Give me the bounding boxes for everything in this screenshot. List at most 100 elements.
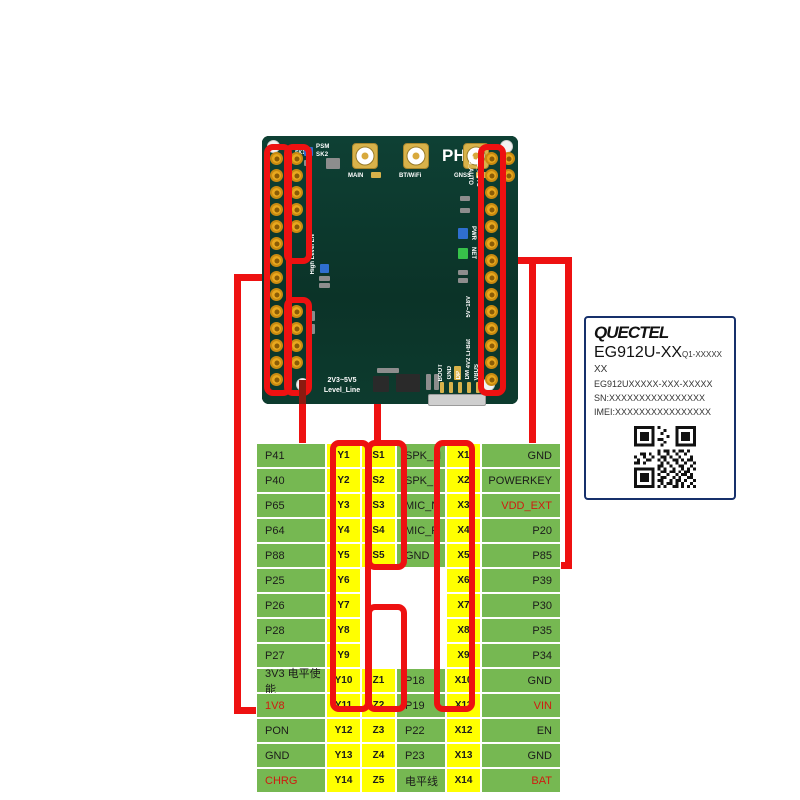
right-silk-bg-auto: BG_AUTO: [475, 158, 481, 188]
pin-label-right[interactable]: VIN: [481, 693, 561, 718]
pin-label-left[interactable]: P40: [256, 468, 326, 493]
pin-label-left[interactable]: GND: [256, 743, 326, 768]
connector-ref-x[interactable]: X10: [446, 668, 481, 693]
connector-ref-x[interactable]: X4: [446, 518, 481, 543]
connector-ref-s[interactable]: S5: [361, 543, 396, 568]
connector-ref-s[interactable]: Z1: [361, 668, 396, 693]
pin-label-right[interactable]: GND: [481, 668, 561, 693]
connector-ref-y[interactable]: Y3: [326, 493, 361, 518]
connector-ref-s[interactable]: Z5: [361, 768, 396, 793]
connector-ref-s[interactable]: S2: [361, 468, 396, 493]
connector-ref-x[interactable]: X1: [446, 443, 481, 468]
connector-ref-y[interactable]: Y4: [326, 518, 361, 543]
connector-ref-x[interactable]: X6: [446, 568, 481, 593]
connector-ref-x[interactable]: X9: [446, 643, 481, 668]
pin-label-middle[interactable]: 电平线: [396, 768, 446, 793]
pin-label-middle[interactable]: P19: [396, 693, 446, 718]
cellular-module-label: QUECTEL EG912U-XX Q1-XXXXX XX EG912UXXXX…: [584, 316, 736, 500]
silk-dots-main: [371, 172, 381, 178]
pin-label-middle[interactable]: MIC_P: [396, 518, 446, 543]
wire-right-top-horizontal: [505, 257, 572, 264]
connector-ref-x[interactable]: X14: [446, 768, 481, 793]
pin-label-left[interactable]: CHRG: [256, 768, 326, 793]
connector-ref-y[interactable]: Y1: [326, 443, 361, 468]
pin-label-right[interactable]: BAT: [481, 768, 561, 793]
pin-label-left[interactable]: P27: [256, 643, 326, 668]
connector-ref-s: [361, 593, 396, 618]
pin-label-right[interactable]: P85: [481, 543, 561, 568]
psm-switch: [304, 147, 313, 156]
testpad-boot: [440, 382, 444, 393]
connector-ref-x[interactable]: X12: [446, 718, 481, 743]
connector-ref-x[interactable]: X5: [446, 543, 481, 568]
pin-label-middle[interactable]: SPK_P: [396, 468, 446, 493]
connector-ref-y[interactable]: Y5: [326, 543, 361, 568]
psm-label: PSM: [316, 144, 330, 150]
connector-ref-s[interactable]: S1: [361, 443, 396, 468]
pin-label-right[interactable]: GND: [481, 443, 561, 468]
pin-label-left[interactable]: P26: [256, 593, 326, 618]
connector-ref-y[interactable]: Y9: [326, 643, 361, 668]
pin-label-left[interactable]: P28: [256, 618, 326, 643]
pin-label-right[interactable]: P20: [481, 518, 561, 543]
testpad-label-gnd: GND: [447, 366, 453, 380]
connector-ref-y[interactable]: Y8: [326, 618, 361, 643]
connector-ref-y[interactable]: Y10: [326, 668, 361, 693]
module-line-1: EG912UXXXXX-XXX-XXXXX: [594, 379, 713, 389]
connector-ref-y[interactable]: Y13: [326, 743, 361, 768]
connector-ref-x[interactable]: X13: [446, 743, 481, 768]
connector-ref-y[interactable]: Y11: [326, 693, 361, 718]
pin-label-middle[interactable]: P18: [396, 668, 446, 693]
connector-ref-y[interactable]: Y14: [326, 768, 361, 793]
pin-label-right[interactable]: P35: [481, 618, 561, 643]
connector-ref-x[interactable]: X2: [446, 468, 481, 493]
connector-ref-y[interactable]: Y6: [326, 568, 361, 593]
smd-right-a: [460, 196, 470, 201]
connector-ref-s[interactable]: Z2: [361, 693, 396, 718]
pin-label-left[interactable]: 1V8: [256, 693, 326, 718]
right-silk-battery: 4V2 Li-Bat: [466, 339, 472, 369]
pin-label-right[interactable]: POWERKEY: [481, 468, 561, 493]
pin-label-middle[interactable]: MIC_N: [396, 493, 446, 518]
pin-label-right[interactable]: P34: [481, 643, 561, 668]
antenna-connector-main: [352, 143, 378, 169]
mount-hole-top-right: [500, 140, 513, 153]
pin-label-left[interactable]: P64: [256, 518, 326, 543]
ic-level-shifter-a: [373, 376, 389, 392]
connector-ref-y[interactable]: Y2: [326, 468, 361, 493]
pin-label-middle[interactable]: P23: [396, 743, 446, 768]
smd-bottom-c: [434, 374, 439, 390]
pin-label-left[interactable]: P65: [256, 493, 326, 518]
testpad-dp: [458, 382, 462, 393]
pin-label-left[interactable]: P41: [256, 443, 326, 468]
connector-ref-s[interactable]: S3: [361, 493, 396, 518]
connector-ref-s[interactable]: Z3: [361, 718, 396, 743]
antenna-label-btwifi: BT/WiFi: [399, 173, 422, 179]
pin-label-middle[interactable]: SPK_N: [396, 443, 446, 468]
testpad-label-vbus: VBUS: [474, 364, 480, 381]
connector-ref-y[interactable]: Y12: [326, 718, 361, 743]
pin-label-left[interactable]: P25: [256, 568, 326, 593]
connector-ref-x[interactable]: X8: [446, 618, 481, 643]
pin-label-left[interactable]: PON: [256, 718, 326, 743]
connector-ref-x[interactable]: X11: [446, 693, 481, 718]
connector-ref-y[interactable]: Y7: [326, 593, 361, 618]
pin-label-left[interactable]: P88: [256, 543, 326, 568]
pin-label-right[interactable]: VDD_EXT: [481, 493, 561, 518]
pin-label-right[interactable]: P30: [481, 593, 561, 618]
pin-label-right[interactable]: EN: [481, 718, 561, 743]
pin-label-middle[interactable]: GND: [396, 543, 446, 568]
connector-ref-s[interactable]: S4: [361, 518, 396, 543]
pin-label-right[interactable]: P39: [481, 568, 561, 593]
connector-ref-x[interactable]: X3: [446, 493, 481, 518]
connector-ref-x[interactable]: X7: [446, 593, 481, 618]
led-net: [458, 248, 468, 259]
wire-overlay-left-a: [299, 380, 306, 404]
module-line-3: IMEI:XXXXXXXXXXXXXXXX: [594, 407, 712, 417]
pin-label-left[interactable]: 3V3 电平使能: [256, 668, 326, 696]
pin-label-middle[interactable]: P22: [396, 718, 446, 743]
connector-ref-s[interactable]: Z4: [361, 743, 396, 768]
pin-label-right[interactable]: GND: [481, 743, 561, 768]
